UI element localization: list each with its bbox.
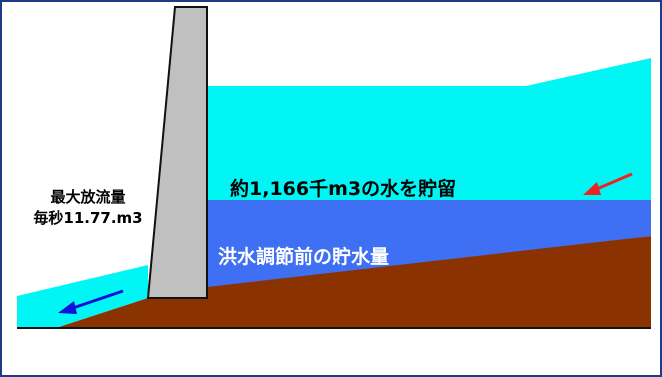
outflow-arrow-icon xyxy=(58,289,124,314)
flood-water-reservoir xyxy=(207,58,651,200)
max-discharge-rate: 毎秒11.77.m3 xyxy=(33,209,142,227)
storage-volume-label: 約1,166千m3の水を貯留 xyxy=(230,177,456,200)
reservoir-water xyxy=(207,200,651,290)
downstream-water xyxy=(17,265,148,328)
riverbed xyxy=(56,236,651,328)
dam-body xyxy=(146,6,208,299)
inflow-arrow-icon xyxy=(583,172,633,195)
pre-flood-storage-label: 洪水調節前の貯水量 xyxy=(218,245,389,268)
max-discharge-title: 最大放流量 xyxy=(50,188,125,206)
